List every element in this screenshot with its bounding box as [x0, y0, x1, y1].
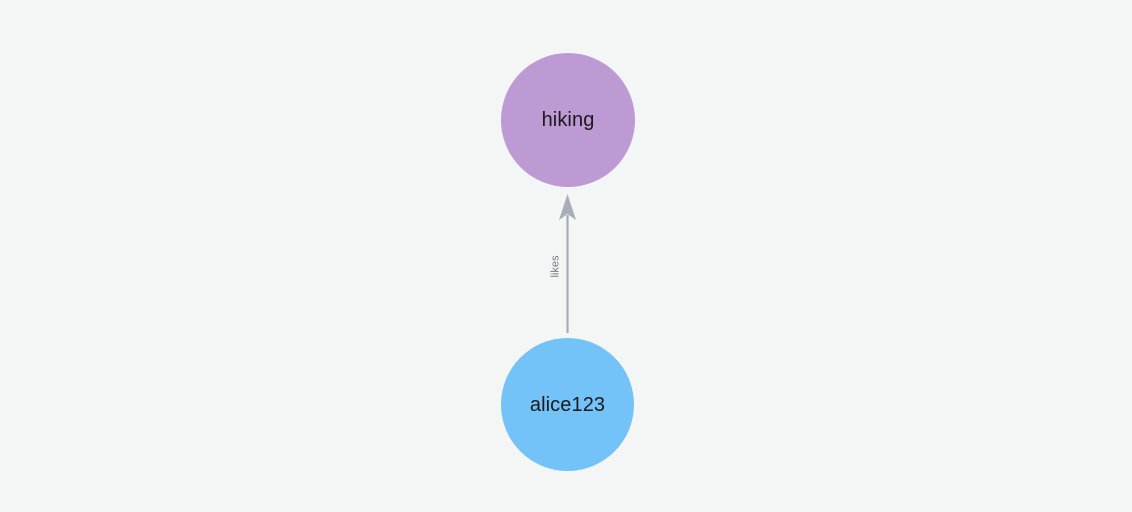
graph-node-hiking[interactable]: hiking	[501, 53, 635, 187]
edge-arrowhead-icon	[559, 194, 576, 220]
graph-node-alice123[interactable]: alice123	[501, 338, 634, 471]
edge-label-likes: likes	[549, 255, 562, 278]
node-label: hiking	[541, 109, 595, 131]
edge-alice123-likes-hiking	[559, 194, 576, 333]
node-label: alice123	[529, 393, 606, 416]
